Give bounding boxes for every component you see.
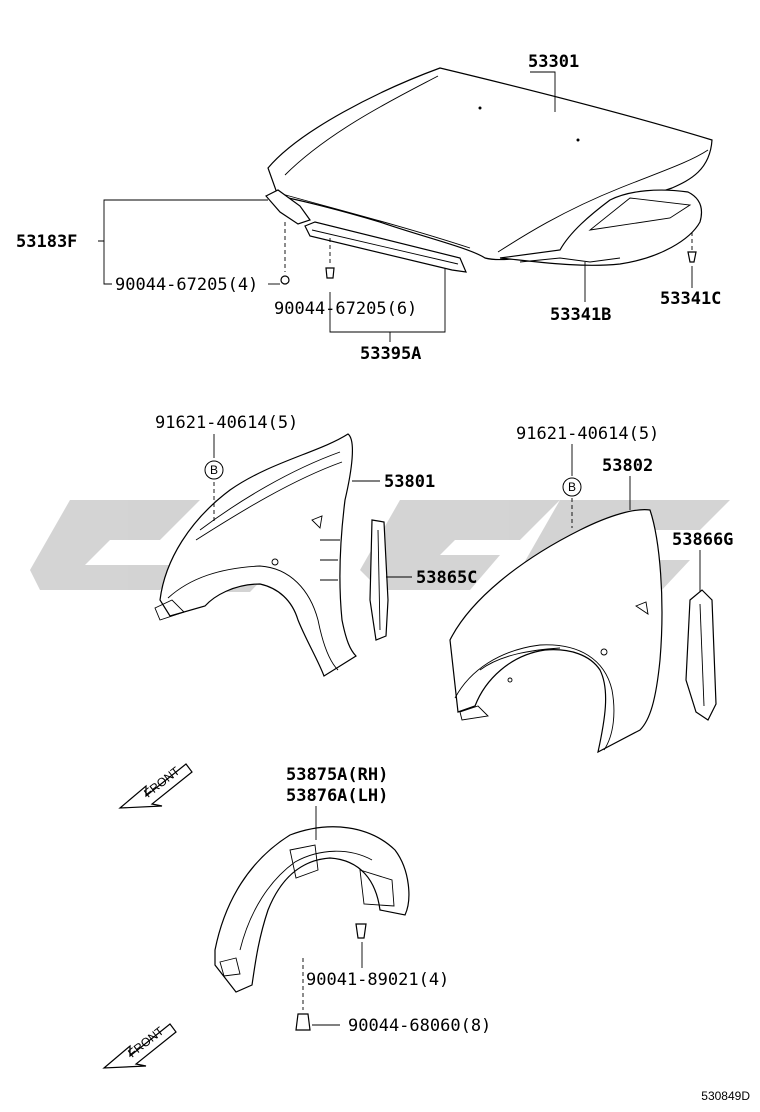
label-fender-seal-lh: 53866G [672,530,733,550]
circle-b-right-label: B [568,480,576,494]
label-hood-bracket: 53183F [16,232,77,252]
fender-lh-53802 [449,509,663,754]
fender-liner-53875A-53876A [214,826,410,1031]
front-arrow-upper: FRONT [118,763,193,809]
insulator-clip-53341C [687,232,697,263]
circle-b-right: B [562,477,582,497]
label-fender-bolt-lh: 91621-40614(5) [516,424,659,444]
label-seal-clip: 90044-67205(6) [274,299,417,319]
hood-bracket-53183F [265,189,311,285]
label-liner-screw: 90041-89021(4) [306,970,449,990]
label-hood-seal: 53395A [360,344,421,364]
label-fender-lh: 53802 [602,456,653,476]
front-arrow-lower: FRONT [102,1023,177,1069]
label-fender-rh: 53801 [384,472,435,492]
label-insulator-clip: 53341C [660,289,721,309]
fender-seal-lh-53866G [685,589,717,721]
fender-rh-53801 [154,433,357,677]
label-liner-lh: 53876A(LH) [286,786,388,806]
label-fender-bolt-rh: 91621-40614(5) [155,413,298,433]
label-liner-rh: 53875A(RH) [286,765,388,785]
leader-lines [98,71,701,1026]
hood-seal-53395A [304,221,467,279]
hood-insulator-53341B [499,189,703,266]
fender-seal-rh-53865C [369,519,389,641]
circle-b-left-label: B [210,463,218,477]
label-hood-insulator: 53341B [550,305,611,325]
label-liner-clip: 90044-68060(8) [348,1016,491,1036]
label-bracket-bolt: 90044-67205(4) [115,275,258,295]
circle-b-left: B [204,460,224,480]
diagram-code: 530849D [701,1089,750,1103]
label-hood: 53301 [528,52,579,72]
label-fender-seal-rh: 53865C [416,568,477,588]
